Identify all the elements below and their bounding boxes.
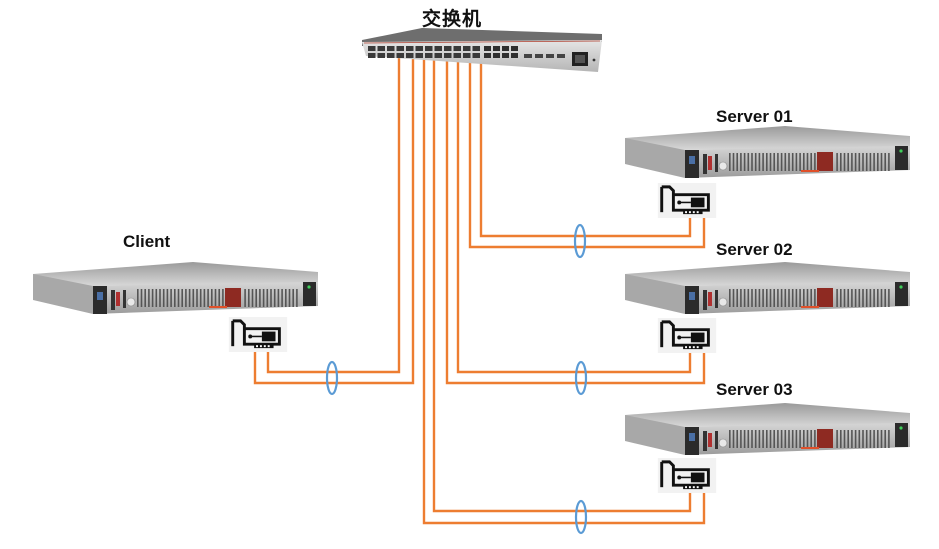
server-02-icon[interactable] [625, 262, 910, 315]
server-01-icon[interactable] [625, 126, 910, 179]
bond-ring-layer [325, 223, 588, 535]
server-03-label: Server 03 [716, 380, 793, 399]
server-03-cable-2 [422, 55, 706, 525]
server-03-icon[interactable] [625, 403, 910, 456]
server-01-nic-icon [657, 183, 717, 218]
client-cable-2 [253, 55, 415, 385]
client-cable-1 [266, 55, 401, 374]
client-label: Client [123, 232, 171, 251]
switch-label: 交换机 [422, 8, 483, 30]
server-01-label: Server 01 [716, 107, 793, 126]
server-01-cable-2 [468, 55, 706, 249]
server-02-cable-1 [456, 55, 692, 374]
server-03-cable-1 [432, 55, 692, 513]
server-02-bond-ring [574, 360, 588, 396]
network-switch-icon[interactable] [362, 28, 602, 72]
server-03-bond-ring [574, 499, 588, 535]
client-nic-icon [228, 317, 288, 352]
server-03-nic-icon [657, 458, 717, 493]
server-02-nic-icon [657, 318, 717, 353]
client-bond-ring [325, 360, 339, 396]
server-01-bond-ring [573, 223, 587, 259]
client-server-icon[interactable] [33, 262, 318, 315]
server-02-label: Server 02 [716, 240, 793, 259]
